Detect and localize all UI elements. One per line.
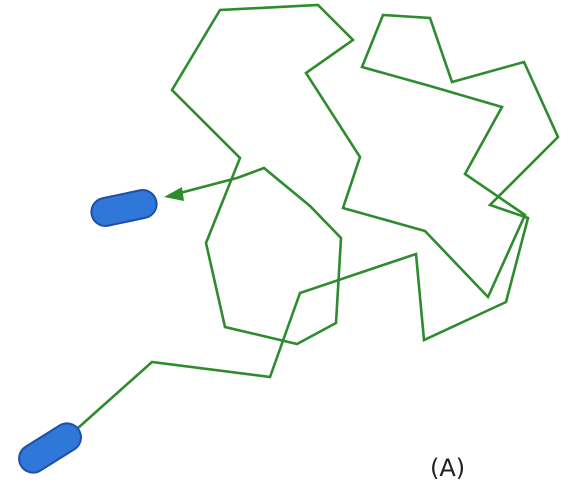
end-capsule-lower [14, 418, 87, 478]
end-capsule-upper [89, 187, 159, 228]
panel-label: (A) [430, 454, 465, 482]
arrow-head-icon [164, 187, 184, 201]
